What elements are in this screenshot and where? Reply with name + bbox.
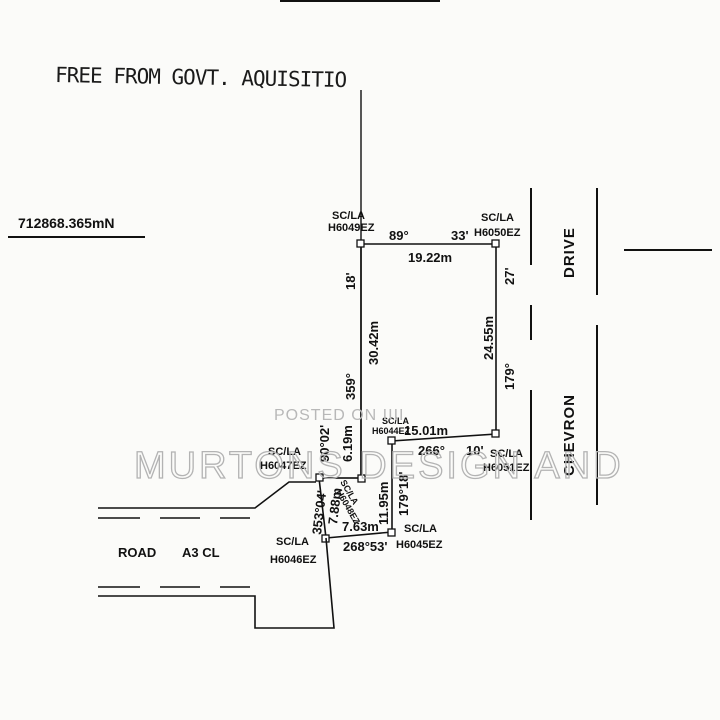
- watermark-company: MURTONS DESIGN AND: [134, 445, 624, 487]
- beacon-h6047ez: [315, 473, 324, 482]
- beacon-markers: [315, 239, 500, 543]
- northing-coordinate: 712868.365mN: [18, 215, 115, 231]
- distance-top: 19.22m: [408, 250, 452, 265]
- station-label: SC/LA: [481, 212, 514, 224]
- road-upper-edge: [98, 481, 316, 509]
- bearing-mid-min: 10': [466, 443, 484, 458]
- station-label: SC/LA: [490, 448, 523, 460]
- station-id: H6044EZ: [372, 426, 411, 436]
- distance-inner-left: 6.19m: [340, 425, 355, 462]
- station-label: SC/LA: [404, 523, 437, 535]
- distance-mid: 15.01m: [404, 423, 448, 438]
- bearing-right-min: 27': [502, 267, 517, 285]
- station-id: H6045EZ: [396, 539, 443, 551]
- station-id: H6046EZ: [270, 554, 317, 566]
- beacon-h6051ez: [491, 429, 500, 438]
- bearing-top-min: 33': [451, 228, 469, 243]
- road-code: A3 CL: [182, 545, 220, 560]
- beacon-h6049ez: [356, 239, 365, 248]
- distance-inner-right: 11.95m: [376, 482, 391, 525]
- watermark-posted: POSTED ON IIII: [274, 407, 404, 424]
- bearing-left-deg: 359°: [343, 373, 358, 400]
- bearing-bottom: 268°53': [343, 539, 387, 554]
- bearing-top-deg: 89°: [389, 228, 409, 243]
- beacon-h6050ez: [491, 239, 500, 248]
- road-name: ROAD: [118, 545, 156, 560]
- station-id: H6051EZ: [483, 462, 530, 474]
- bearing-diag: 353°04': [309, 489, 329, 535]
- distance-left: 30.42m: [366, 321, 381, 365]
- station-id: H6047EZ: [260, 460, 307, 472]
- station-id: H6050EZ: [474, 227, 521, 239]
- station-id: H6049EZ: [328, 222, 375, 234]
- station-label: SC/LA: [268, 446, 301, 458]
- distance-right: 24.55m: [481, 316, 496, 360]
- bearing-inner-left: 90°02': [317, 425, 332, 462]
- street-name-drive: DRIVE: [561, 227, 578, 278]
- beacon-h6044ez: [387, 436, 396, 445]
- station-label: SC/LA: [382, 416, 410, 426]
- bearing-inner-right: 179°18': [396, 472, 411, 516]
- street-name-chevron: CHEVRON: [561, 394, 578, 476]
- beacon-inner: [357, 474, 366, 483]
- bearing-left-min: 18': [343, 272, 358, 290]
- station-label: SC/LA: [276, 536, 309, 548]
- plot-boundary: [325, 243, 497, 539]
- bearing-right-deg: 179°: [502, 363, 517, 390]
- station-label: SC/LA: [332, 210, 365, 222]
- govt-acquisition-note: FREE FROM GOVT. AQUISITIO: [55, 63, 347, 92]
- road-lower-edge: [98, 537, 335, 629]
- distance-bottom: 7.63m: [342, 519, 379, 534]
- distance-diag: 7.88m: [325, 487, 344, 525]
- bearing-mid-deg: 266°: [418, 443, 445, 458]
- beacon-h6045ez: [387, 528, 396, 537]
